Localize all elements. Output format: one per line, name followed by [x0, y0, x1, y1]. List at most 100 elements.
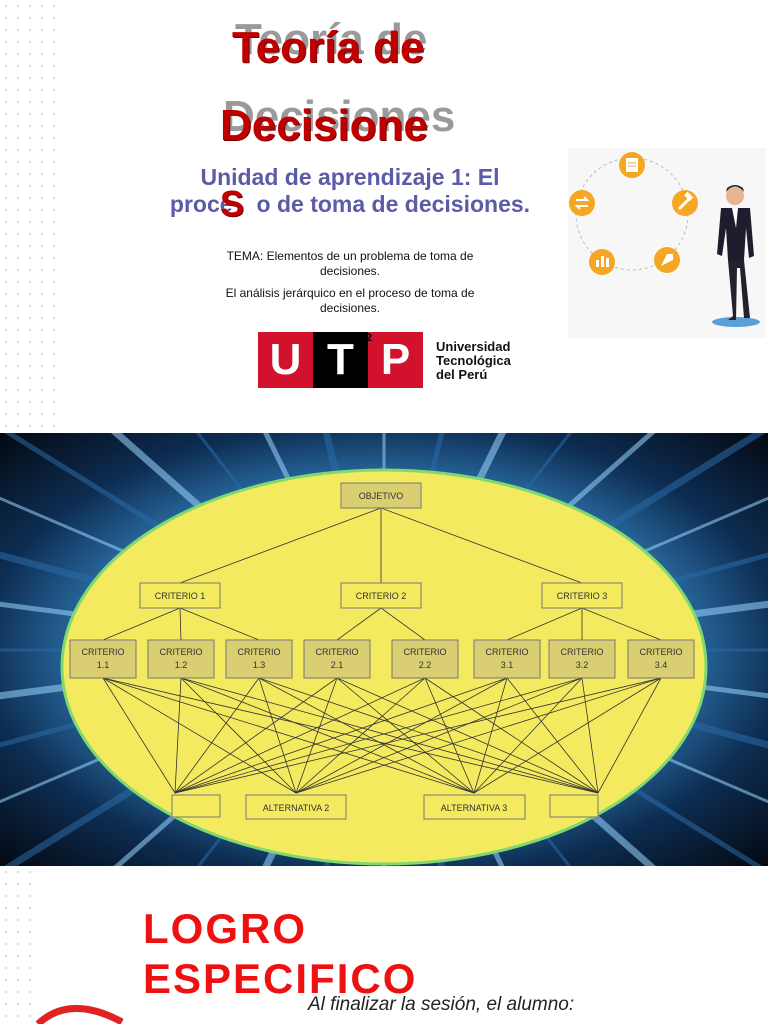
subtitle-line2: proce o de toma de decisiones. [160, 191, 540, 218]
diagram-edge [295, 677, 662, 794]
diagram-edge [174, 677, 662, 794]
tema-line1: TEMA: Elementos de un problema de toma d… [226, 249, 474, 263]
diagram-edge [102, 607, 181, 641]
subcriterion-label: 3.4 [655, 660, 668, 670]
hierarchy-slide: OBJETIVO CRITERIO 1 CRITERIO 2 CRITERIO … [0, 433, 768, 866]
diagram-edge [174, 677, 583, 794]
diagram-edge [581, 607, 662, 641]
criterion-label-1: CRITERIO 1 [155, 591, 206, 601]
university-line1: Universidad [436, 339, 511, 354]
light-streak [322, 433, 344, 494]
logro-heading-line2: ESPECIFICO [143, 955, 418, 1002]
subcriterion-node: CRITERIO 1.3 [225, 639, 293, 679]
light-streak [111, 433, 226, 531]
subcriterion-node: CRITERIO 3.4 [627, 639, 695, 679]
title-shadow-line2: Decisiones [223, 92, 456, 141]
hierarchy-diagram: OBJETIVO CRITERIO 1 CRITERIO 2 CRITERIO … [0, 433, 768, 866]
decorative-red-shape [35, 1005, 124, 1024]
title-line2: Decisione [220, 101, 428, 150]
diagram-edge [174, 677, 338, 794]
subcriterion-node: CRITERIO 3.1 [473, 639, 541, 679]
diagram-edge [180, 677, 599, 794]
light-streak [507, 433, 573, 513]
dot-pattern [0, 0, 60, 432]
analisis-line2: decisiones. [319, 301, 381, 315]
subtitle-line2-a: proce [169, 191, 233, 217]
refresh-icon [569, 190, 595, 216]
diagram-edge [102, 677, 176, 794]
chart-icon [589, 249, 615, 275]
subcriterion-label: CRITERIO [81, 647, 124, 657]
diagram-edge [179, 607, 260, 641]
logo-letter-u: U [258, 332, 313, 388]
subcriterion-label: CRITERIO [485, 647, 528, 657]
alternative-node-3: ALTERNATIVA 3 [423, 794, 526, 820]
diagram-edge [380, 607, 426, 641]
analisis-text: El análisis jerárquico en el proceso de … [190, 286, 510, 316]
diagram-edge [295, 677, 508, 794]
title-line1: Teoría de [232, 23, 425, 72]
diagram-edge [506, 607, 583, 641]
light-streak [195, 433, 261, 513]
alternative-node-1 [171, 794, 221, 818]
diagram-edge [180, 677, 297, 794]
diagram-edge [473, 677, 508, 794]
title-slide: Teoría de Teoría de Decisiones Decisione… [0, 0, 768, 432]
document-icon [619, 152, 645, 178]
diagram-edge [336, 607, 382, 641]
alternative-node-2: ALTERNATIVA 2 [245, 794, 347, 820]
subcriterion-label: 1.3 [253, 660, 266, 670]
hammer-icon [672, 190, 698, 216]
criterion-label-2: CRITERIO 2 [356, 591, 407, 601]
alternative-node-4 [549, 794, 599, 818]
criterion-node-3: CRITERIO 3 [541, 582, 623, 609]
criterion-node-1: CRITERIO 1 [139, 582, 221, 609]
diagram-edge [174, 677, 260, 794]
diagram-edge [581, 677, 599, 794]
light-streak [262, 433, 301, 501]
subcriterion-label: 2.2 [419, 660, 432, 670]
diagram-edge [380, 507, 583, 584]
subcriterion-label: CRITERIO [560, 647, 603, 657]
subtitle-line1: Unidad de aprendizaje 1: El [200, 164, 500, 190]
subtitle-line2-b: o de toma de decisiones. [256, 191, 531, 217]
diagram-edge [473, 677, 583, 794]
utp-logo: U T P 2 [258, 332, 428, 388]
logro-heading: LOGRO ESPECIFICO [143, 904, 417, 1004]
diagram-edge [424, 677, 475, 794]
diagram-edge [102, 677, 475, 794]
title-shadow-line1: Teoría de [235, 15, 428, 64]
logo-superscript: 2 [366, 332, 373, 344]
diagram-edge [473, 677, 662, 794]
university-name: Universidad Tecnológica del Perú [436, 340, 511, 382]
objective-label: OBJETIVO [359, 491, 404, 501]
subcriterion-label: CRITERIO [639, 647, 682, 657]
alternative-label-2: ALTERNATIVA 2 [263, 803, 330, 813]
intro-text: Al finalizar la sesión, el alumno: [308, 994, 575, 1015]
businessman-illustration [568, 148, 766, 338]
diagram-edge [424, 677, 599, 794]
subcriterion-label: CRITERIO [237, 647, 280, 657]
diagram-edge [180, 677, 475, 794]
diagram-edge [336, 677, 475, 794]
diagram-edge [295, 677, 338, 794]
tema-text: TEMA: Elementos de un problema de toma d… [190, 249, 510, 279]
subcriterion-node: CRITERIO 3.2 [548, 639, 616, 679]
logo-letter-p: P [368, 332, 423, 388]
light-streak [424, 433, 445, 494]
subcriterion-label: CRITERIO [159, 647, 202, 657]
dot-pattern [0, 866, 40, 1024]
diagram-edge [258, 677, 599, 794]
subcriterion-label: 3.2 [576, 660, 589, 670]
subcriterion-label: 3.1 [501, 660, 514, 670]
objective-slide: LOGRO ESPECIFICO Al finalizar la sesión,… [0, 866, 768, 1024]
title-overflow-letter: S [220, 183, 245, 224]
diagram-edge [174, 677, 426, 794]
diagram-edge [295, 677, 583, 794]
diagram-edge [174, 677, 182, 794]
businessman-figure [712, 185, 760, 327]
yellow-ellipse [60, 468, 708, 866]
diagram-edge [179, 607, 182, 641]
